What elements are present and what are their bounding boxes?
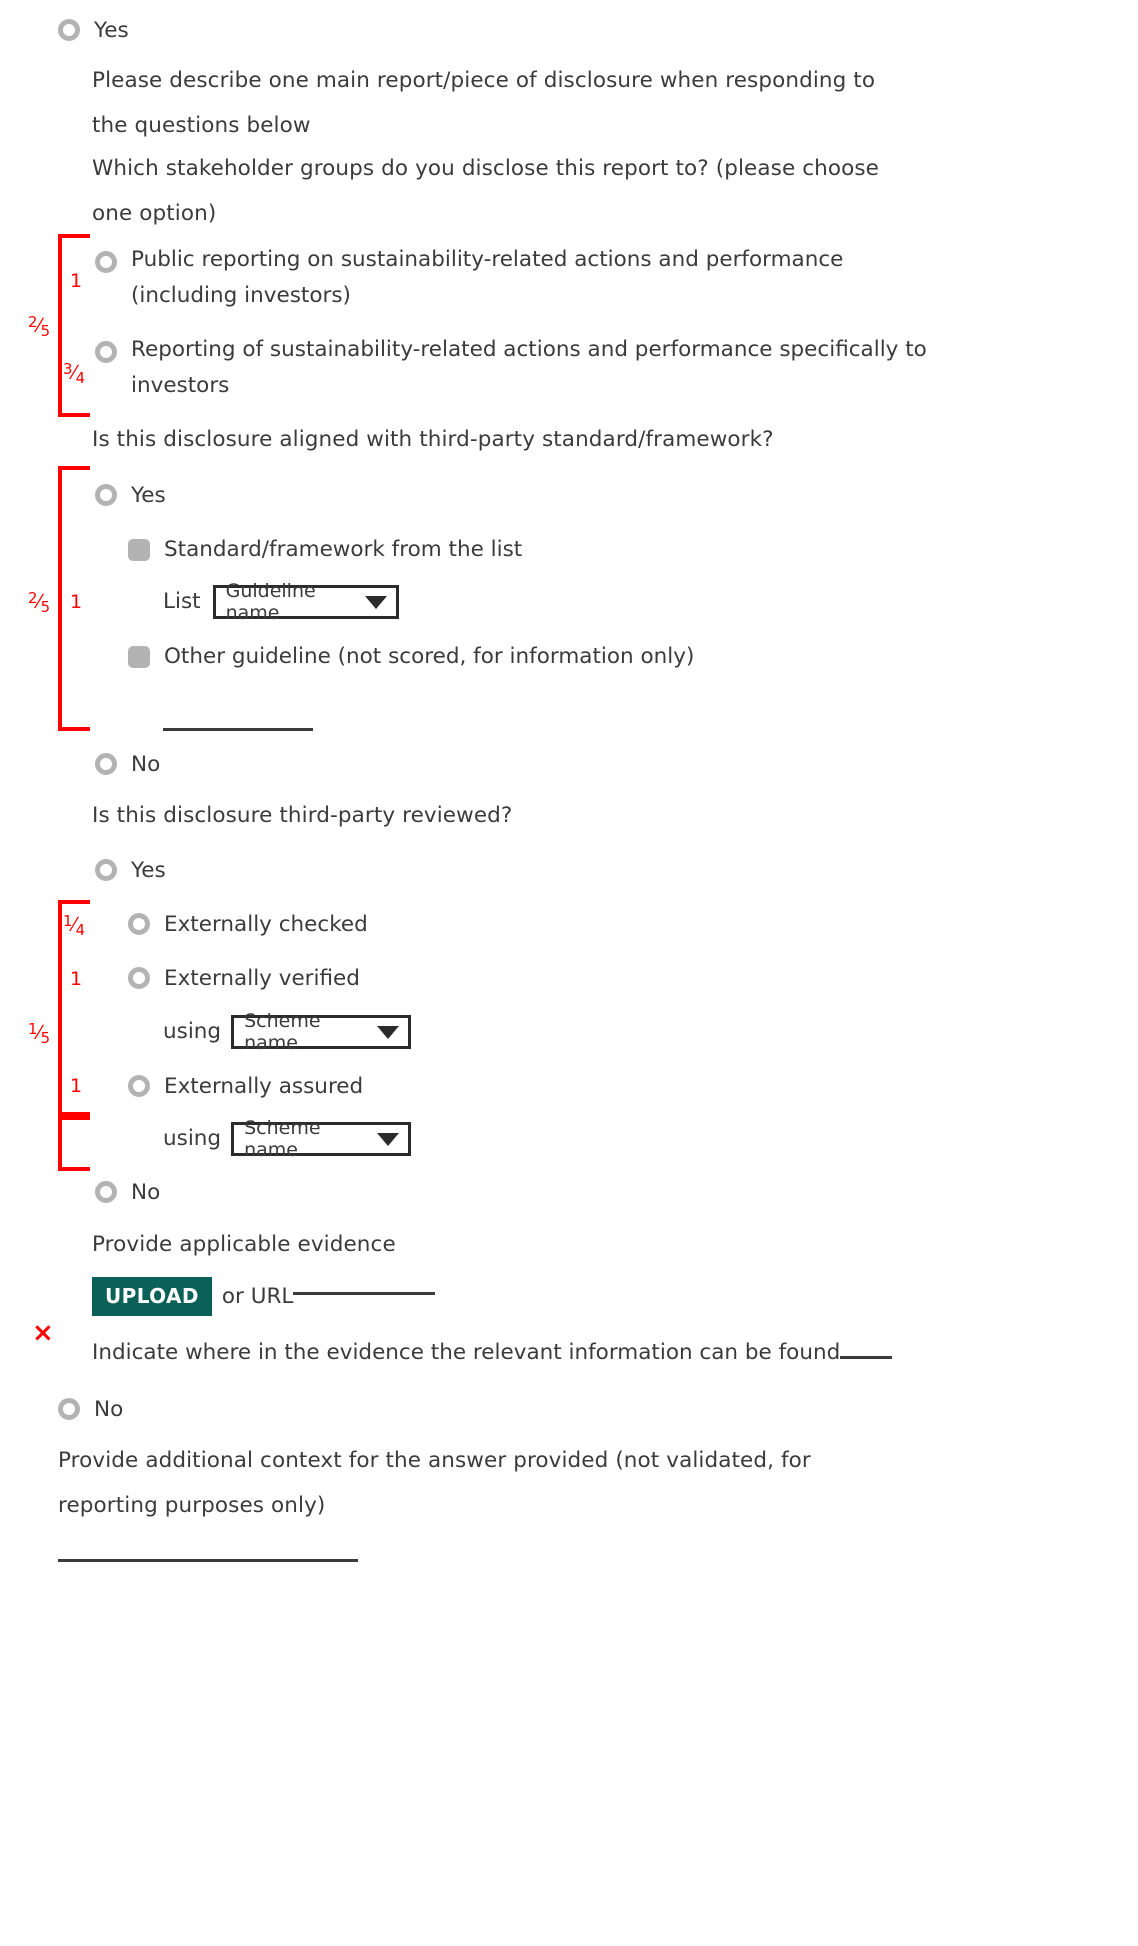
guideline-name-select[interactable]: Guideline name <box>212 580 399 624</box>
radio-review-yes[interactable] <box>95 859 117 881</box>
guideline-name-select-value: Guideline name <box>225 580 316 624</box>
upload-row[interactable]: UPLOAD or URL <box>92 1277 436 1316</box>
list-label: List <box>163 589 201 614</box>
option-label-alignment-yes: Yes <box>131 483 166 508</box>
indicate-evidence-label: Indicate where in the evidence the relev… <box>92 1340 841 1365</box>
option-label-public-reporting: Public reporting on sustainability-relat… <box>131 247 844 308</box>
option-row-investor-reporting[interactable]: Reporting of sustainability-related acti… <box>95 330 930 404</box>
evidence-prompt-text: Provide applicable evidence <box>92 1232 396 1257</box>
using-label-1: using <box>163 1019 222 1044</box>
checkbox-row-other-guideline[interactable]: Other guideline (not scored, for informa… <box>128 634 694 679</box>
annotation-weight-alignment-group: 2⁄5 <box>28 590 51 616</box>
alignment-question-text: Is this disclosure aligned with third-pa… <box>92 427 774 452</box>
option-row-bottom-no[interactable]: No <box>58 1387 123 1432</box>
annotation-bracket-stakeholder <box>58 234 90 417</box>
url-input-underline[interactable] <box>293 1292 436 1295</box>
or-url-label: or URL <box>221 1283 294 1309</box>
other-guideline-underline <box>163 728 313 731</box>
additional-context-input[interactable] <box>58 1543 358 1562</box>
scheme-name-select-2[interactable]: Scheme name <box>231 1117 412 1161</box>
annotation-weight-review-assured: 1 <box>70 1075 83 1097</box>
checkbox-row-standard-from-list[interactable]: Standard/framework from the list <box>128 527 522 572</box>
option-row-top-yes[interactable]: Yes <box>58 8 129 53</box>
chevron-down-icon <box>377 1132 400 1146</box>
annotation-weight-stakeholder-item-1: 1 <box>70 270 83 292</box>
additional-context-underline <box>58 1559 358 1562</box>
radio-externally-assured[interactable] <box>128 1075 150 1097</box>
annotation-weight-review-group: 1⁄5 <box>28 1021 51 1047</box>
upload-button[interactable]: UPLOAD <box>92 1277 212 1316</box>
annotation-weight-review-verified: 1 <box>70 968 83 990</box>
list-select-row[interactable]: List Guideline name <box>163 580 399 624</box>
additional-context-text: Provide additional context for the answe… <box>58 1448 811 1518</box>
annotation-weight-stakeholder-item-2: 3⁄4 <box>63 361 86 387</box>
indicate-evidence-underline[interactable] <box>840 1356 893 1359</box>
option-label-investor-reporting: Reporting of sustainability-related acti… <box>131 337 927 398</box>
option-row-review-no[interactable]: No <box>95 1170 160 1215</box>
radio-alignment-no[interactable] <box>95 753 117 775</box>
radio-alignment-yes[interactable] <box>95 484 117 506</box>
radio-externally-checked[interactable] <box>128 913 150 935</box>
other-guideline-input[interactable] <box>163 712 313 731</box>
option-label-top-yes: Yes <box>94 18 129 43</box>
using-scheme-row-1[interactable]: using Scheme name <box>163 1010 412 1054</box>
stakeholder-question-text: Which stakeholder groups do you disclose… <box>92 156 879 226</box>
scheme-name-select-2-value: Scheme name <box>244 1117 321 1161</box>
indicate-evidence-row[interactable]: Indicate where in the evidence the relev… <box>92 1330 893 1375</box>
checkbox-other-guideline[interactable] <box>128 646 150 668</box>
radio-investor-reporting[interactable] <box>95 341 117 363</box>
option-label-bottom-no: No <box>94 1397 124 1422</box>
option-label-externally-assured: Externally assured <box>164 1074 364 1099</box>
scheme-name-select-1-value: Scheme name <box>244 1010 321 1054</box>
annotation-bracket-review <box>58 900 90 1171</box>
annotation-weight-alignment-item: 1 <box>70 591 83 613</box>
radio-externally-verified[interactable] <box>128 967 150 989</box>
using-scheme-row-2[interactable]: using Scheme name <box>163 1117 412 1161</box>
instruction-text: Please describe one main report/piece of… <box>92 68 876 138</box>
option-label-externally-verified: Externally verified <box>164 966 360 991</box>
radio-top-yes[interactable] <box>58 19 80 41</box>
review-question-text: Is this disclosure third-party reviewed? <box>92 803 513 828</box>
checkbox-standard-from-list[interactable] <box>128 539 150 561</box>
radio-bottom-no[interactable] <box>58 1398 80 1420</box>
option-row-externally-checked[interactable]: Externally checked <box>128 902 368 947</box>
option-label-review-yes: Yes <box>131 858 166 883</box>
option-row-externally-verified[interactable]: Externally verified <box>128 956 360 1001</box>
option-row-alignment-no[interactable]: No <box>95 742 160 787</box>
annotation-bracket-alignment <box>58 466 90 731</box>
radio-review-no[interactable] <box>95 1181 117 1203</box>
checkbox-label-other-guideline: Other guideline (not scored, for informa… <box>164 644 695 669</box>
annotation-x-mark: × <box>32 1318 54 1348</box>
radio-public-reporting[interactable] <box>95 251 117 273</box>
annotation-weight-review-checked: 1⁄4 <box>63 913 86 939</box>
option-row-externally-assured[interactable]: Externally assured <box>128 1064 363 1109</box>
using-label-2: using <box>163 1126 222 1151</box>
option-label-review-no: No <box>131 1180 161 1205</box>
option-row-public-reporting[interactable]: Public reporting on sustainability-relat… <box>95 240 925 314</box>
option-label-alignment-no: No <box>131 752 161 777</box>
chevron-down-icon <box>364 595 387 609</box>
option-row-review-yes[interactable]: Yes <box>95 848 166 893</box>
option-label-externally-checked: Externally checked <box>164 912 368 937</box>
option-row-alignment-yes[interactable]: Yes <box>95 473 166 518</box>
annotation-weight-stakeholder-group: 2⁄5 <box>28 314 51 340</box>
chevron-down-icon <box>377 1025 400 1039</box>
checkbox-label-standard-from-list: Standard/framework from the list <box>164 537 523 562</box>
scheme-name-select-1[interactable]: Scheme name <box>231 1010 412 1054</box>
